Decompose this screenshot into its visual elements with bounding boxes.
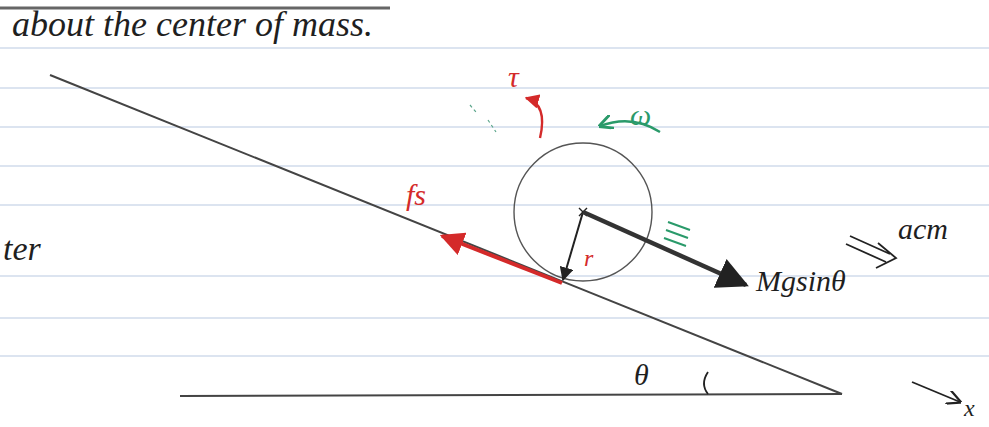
torque-label: τ: [508, 62, 519, 92]
gravity-component-arrow: [583, 212, 746, 285]
friction-label: fs: [406, 180, 426, 210]
acceleration-label: acm: [898, 214, 948, 244]
ruled-lines: [0, 48, 989, 356]
ground-line: [180, 394, 842, 396]
force-label: Mgsinθ: [756, 266, 846, 296]
heading-note: about the center of mass.: [12, 6, 373, 42]
angle-arc: [704, 372, 708, 394]
friction-arrow: [442, 236, 562, 283]
margin-fragment: ter: [3, 232, 41, 266]
angle-label: θ: [634, 360, 649, 390]
radius-vector: [563, 212, 583, 280]
torque-arrow: [526, 98, 542, 138]
axis-label: x: [964, 396, 975, 420]
x-axis-arrow: [912, 382, 960, 402]
acceleration-double-arrow: [846, 236, 896, 268]
angular-velocity-label: ω: [630, 100, 651, 130]
faint-marks: [470, 105, 496, 132]
green-marks: [664, 222, 690, 246]
incline-surface: [50, 75, 842, 394]
radius-label: r: [584, 246, 593, 270]
